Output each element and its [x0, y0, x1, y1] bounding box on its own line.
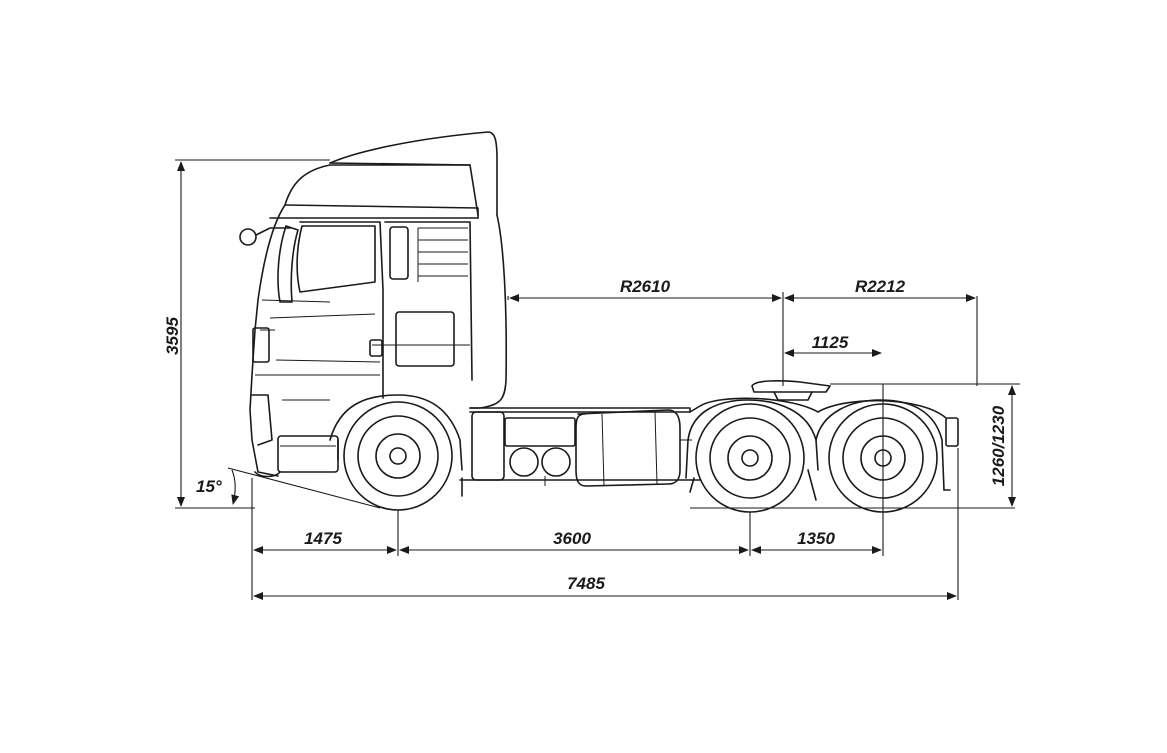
extension-lines [251, 292, 1020, 600]
fifth-wheel [751, 380, 831, 401]
front-wheel [343, 401, 453, 511]
overall-length-label: 7485 [567, 574, 605, 593]
chassis-frame [459, 407, 701, 497]
fifth-wheel-height: 1260/1230 [989, 385, 1016, 507]
rear-wheel-1 [695, 403, 805, 513]
approach-angle: 15° [196, 467, 381, 509]
rear-fenders [685, 397, 959, 501]
wheelbase-label: 3600 [553, 529, 591, 548]
rear-radius-label: R2212 [855, 277, 906, 296]
height-dimension: 3595 [163, 159, 330, 509]
front-overhang-label: 1475 [304, 529, 342, 548]
angle-label: 15° [196, 477, 222, 496]
front-radius-label: R2610 [620, 277, 671, 296]
radius-dimensions: R2610 R2212 [509, 277, 976, 302]
truck-cab [239, 131, 508, 478]
fifth-wheel-offset: 1125 [784, 333, 882, 357]
front-fender [329, 394, 463, 471]
height-label: 3595 [163, 317, 182, 355]
length-dimension: 7485 [253, 574, 957, 600]
fifth-wheel-height-label: 1260/1230 [989, 405, 1008, 486]
fifth-wheel-offset-label: 1125 [812, 333, 849, 352]
wheelbase-dimensions: 1475 3600 1350 [253, 529, 882, 554]
axle-spacing-label: 1350 [797, 529, 835, 548]
